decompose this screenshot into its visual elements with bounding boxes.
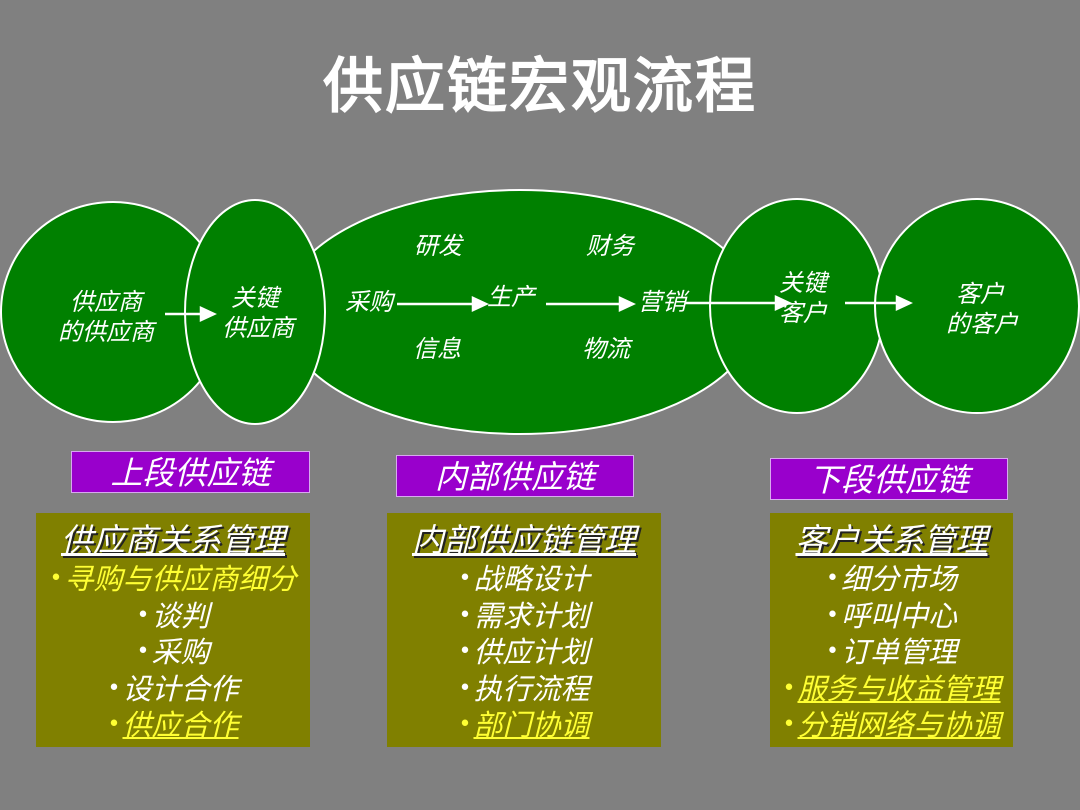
segment-item-text: 采购 [151, 635, 210, 669]
logistics-label: 物流 [582, 335, 633, 363]
arrow-2-head [471, 296, 489, 312]
segment-item: •执行流程 [387, 671, 661, 708]
segment-item-text: 需求计划 [473, 598, 590, 633]
segment-item[interactable]: •供应合作 [36, 707, 310, 744]
segment-item: •订单管理 [770, 634, 1013, 671]
bullet-icon: • [782, 712, 796, 737]
key-customer-label-1: 关键 [779, 269, 830, 297]
segment-item: •呼叫中心 [770, 598, 1013, 635]
key-supplier-node [184, 199, 326, 425]
segment-item: •谈判 [36, 598, 310, 635]
arrow-3-head [618, 296, 636, 312]
segment-item: •供应计划 [387, 634, 661, 671]
segment-box-downstream: 客户关系管理 •细分市场•呼叫中心•订单管理•服务与收益管理•分销网络与协调 [770, 513, 1013, 747]
finance-label: 财务 [586, 232, 636, 260]
segment-item[interactable]: •部门协调 [387, 707, 661, 744]
segment-item-text: 执行流程 [473, 671, 590, 706]
segment-item: •战略设计 [387, 561, 661, 598]
segment-box-upstream: 供应商关系管理 •寻购与供应商细分•谈判•采购•设计合作•供应合作 [36, 513, 310, 747]
bullet-icon: • [458, 566, 472, 591]
segment-item: •需求计划 [387, 598, 661, 635]
segment-item: •寻购与供应商细分 [36, 561, 310, 598]
downstream-customer-label-1: 客户 [956, 280, 1005, 308]
bullet-icon: • [458, 712, 472, 737]
segment-item-text: 寻购与供应商细分 [64, 562, 297, 596]
bullet-icon: • [826, 602, 839, 628]
upstream-supplier-label-1: 供应商 [70, 288, 145, 316]
marketing-label: 营销 [638, 288, 690, 316]
segment-item-text: 分销网络与协调 [797, 708, 1001, 742]
bullet-icon: • [136, 639, 150, 664]
bullet-icon: • [136, 602, 150, 628]
bullet-icon: • [107, 712, 121, 737]
segment-item-text: 细分市场 [840, 562, 957, 596]
segment-item-text: 订单管理 [840, 635, 957, 669]
segment-item-list: •寻购与供应商细分•谈判•采购•设计合作•供应合作 [36, 561, 310, 744]
rnd-label: 研发 [414, 232, 465, 260]
bullet-icon: • [458, 675, 472, 701]
bullet-icon: • [782, 675, 796, 701]
segment-heading: 供应商关系管理 [60, 521, 285, 559]
downstream-customer-label-2: 的客户 [946, 310, 1019, 338]
segment-item: •设计合作 [36, 671, 310, 708]
segment-item-text: 供应计划 [473, 635, 590, 669]
bullet-icon: • [458, 602, 472, 628]
upstream-supplier-label-2: 的供应商 [58, 318, 157, 346]
segment-item-text: 谈判 [151, 598, 210, 633]
segment-item-text: 战略设计 [473, 562, 590, 596]
key-supplier-label-1: 关键 [231, 284, 282, 312]
segment-item-text: 呼叫中心 [840, 598, 957, 633]
purchasing-label: 采购 [345, 288, 396, 316]
bullet-icon: • [107, 675, 121, 701]
key-customer-label-2: 客户 [779, 299, 828, 327]
arrow-1-head [199, 306, 217, 322]
segment-tag-upstream: 上段供应链 [71, 451, 310, 493]
segment-heading: 内部供应链管理 [411, 521, 636, 559]
arrow-4-head [774, 295, 792, 311]
bullet-icon: • [49, 566, 63, 591]
arrow-5-head [895, 295, 913, 311]
downstream-customer-node [874, 198, 1080, 414]
segment-tag-internal: 内部供应链 [396, 455, 634, 497]
segment-item[interactable]: •分销网络与协调 [770, 707, 1013, 744]
segment-tag-downstream: 下段供应链 [770, 458, 1008, 500]
supply-chain-flow-diagram: 供应商 的供应商 关键 供应商 研发 财务 采购 生产 营销 信息 物流 关键 … [0, 189, 1080, 435]
segment-item: •细分市场 [770, 561, 1013, 598]
segment-box-internal: 内部供应链管理 •战略设计•需求计划•供应计划•执行流程•部门协调 [387, 513, 661, 747]
page-title: 供应链宏观流程 [323, 52, 757, 122]
segment-item-text: 部门协调 [473, 708, 590, 742]
segment-heading: 客户关系管理 [795, 521, 988, 559]
key-supplier-label-2: 供应商 [222, 314, 297, 342]
segment-item-text: 设计合作 [122, 671, 239, 706]
segment-item[interactable]: •服务与收益管理 [770, 671, 1013, 708]
segment-item-text: 供应合作 [122, 708, 239, 742]
bullet-icon: • [826, 639, 839, 664]
segment-item-text: 服务与收益管理 [797, 671, 1001, 706]
segment-item: •采购 [36, 634, 310, 671]
segment-item-list: •细分市场•呼叫中心•订单管理•服务与收益管理•分销网络与协调 [770, 561, 1013, 744]
bullet-icon: • [458, 639, 472, 664]
segment-item-list: •战略设计•需求计划•供应计划•执行流程•部门协调 [387, 561, 661, 744]
information-label: 信息 [413, 335, 461, 363]
bullet-icon: • [826, 566, 839, 591]
production-label: 生产 [487, 283, 537, 311]
